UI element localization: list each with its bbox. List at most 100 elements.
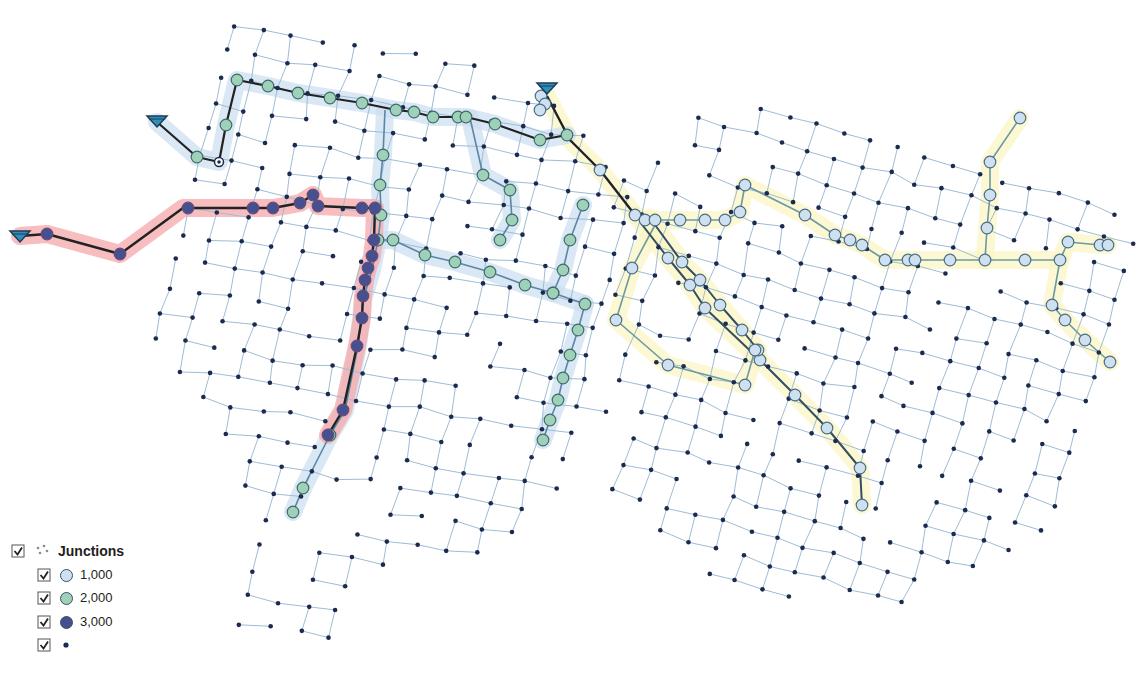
junction-dot <box>777 250 782 255</box>
pipe <box>757 133 782 143</box>
pipe <box>754 223 782 226</box>
pipe <box>925 413 933 441</box>
pipe <box>499 478 525 481</box>
pipe <box>251 55 255 81</box>
pipe <box>939 361 950 388</box>
junction-dot <box>934 500 939 505</box>
pipe <box>649 387 676 395</box>
junction-dot <box>1044 246 1049 251</box>
pipe <box>695 118 698 146</box>
pipe <box>273 330 280 361</box>
pipe <box>805 348 836 357</box>
junction-dot <box>978 172 983 177</box>
junction-dot <box>574 404 579 409</box>
junction-dot <box>541 400 546 405</box>
pipe <box>234 27 264 31</box>
pipe <box>984 518 989 541</box>
junction-dot <box>1107 322 1112 327</box>
pipe <box>468 202 503 205</box>
pipe <box>723 497 734 520</box>
junction-dot <box>158 311 163 316</box>
junction-dot <box>181 233 186 238</box>
junction-dot <box>437 330 442 335</box>
trunk-main <box>380 240 585 304</box>
pipe <box>536 293 543 321</box>
pipe <box>396 379 424 380</box>
junction-dot <box>936 300 941 305</box>
junction-dot <box>788 486 793 491</box>
pipe <box>807 123 816 151</box>
pipe <box>660 508 666 530</box>
reservoir-symbol <box>147 116 167 127</box>
pipe <box>734 467 739 496</box>
junction-dot <box>343 584 348 589</box>
junction-dot <box>263 141 268 146</box>
pipe <box>439 332 467 334</box>
junction-circle <box>749 344 761 356</box>
pipe <box>965 510 989 518</box>
pipe <box>1028 386 1058 395</box>
junction-dot <box>613 292 618 297</box>
pipe <box>948 534 954 562</box>
pipe <box>274 494 301 497</box>
pipe <box>385 294 415 299</box>
junction-dot <box>879 481 884 486</box>
junction-dot <box>313 63 318 68</box>
junction-dot <box>686 254 691 259</box>
pipe <box>782 143 807 152</box>
pipe <box>441 417 451 442</box>
junction-dot <box>490 227 495 232</box>
pipe <box>335 122 364 131</box>
pipe <box>306 93 307 119</box>
junction-dot <box>767 564 772 569</box>
junction-dot <box>168 287 173 292</box>
junction-dot <box>889 170 894 175</box>
pipe <box>801 263 830 269</box>
pipe <box>524 370 550 378</box>
legend-label: 2,000 <box>80 590 113 606</box>
pipe <box>1021 325 1048 332</box>
pipe <box>710 351 716 379</box>
junction-dot <box>885 570 890 575</box>
pipe <box>235 269 263 273</box>
junction-dot <box>467 443 472 448</box>
pipe <box>209 104 216 128</box>
pipe <box>956 339 986 344</box>
pipe <box>614 223 624 254</box>
junction-dot <box>415 542 420 547</box>
junction-circle <box>1062 236 1074 248</box>
junction-dot <box>311 577 316 582</box>
junction-dot <box>474 311 479 316</box>
pipe <box>933 388 940 413</box>
junction-dot <box>876 200 881 205</box>
junction-dot <box>514 258 519 263</box>
pipe <box>420 380 425 406</box>
junction-dot <box>300 629 305 634</box>
junction-dot <box>880 286 885 291</box>
pipe <box>426 219 432 248</box>
junction-dot <box>1018 322 1023 327</box>
junction-dot <box>928 327 933 332</box>
pipe <box>406 328 439 333</box>
pipe <box>1059 371 1063 394</box>
junction-dot <box>481 281 486 286</box>
pipe <box>735 275 744 296</box>
pipe <box>435 332 439 357</box>
pipe <box>855 277 883 288</box>
junction-dot <box>264 518 269 523</box>
junction-dot <box>554 486 559 491</box>
junction-dot <box>178 370 183 375</box>
junction-dot <box>286 306 291 311</box>
junction-dot <box>590 326 595 331</box>
pipe <box>410 434 441 442</box>
junction-dot <box>252 322 257 327</box>
pipe <box>309 336 340 340</box>
pipe <box>185 341 214 348</box>
junction-dot <box>492 95 497 100</box>
junction-dot <box>856 361 861 366</box>
pipe <box>987 319 995 343</box>
junction-dot <box>1075 227 1080 232</box>
junction-dot <box>658 528 663 533</box>
pipe <box>297 388 327 394</box>
